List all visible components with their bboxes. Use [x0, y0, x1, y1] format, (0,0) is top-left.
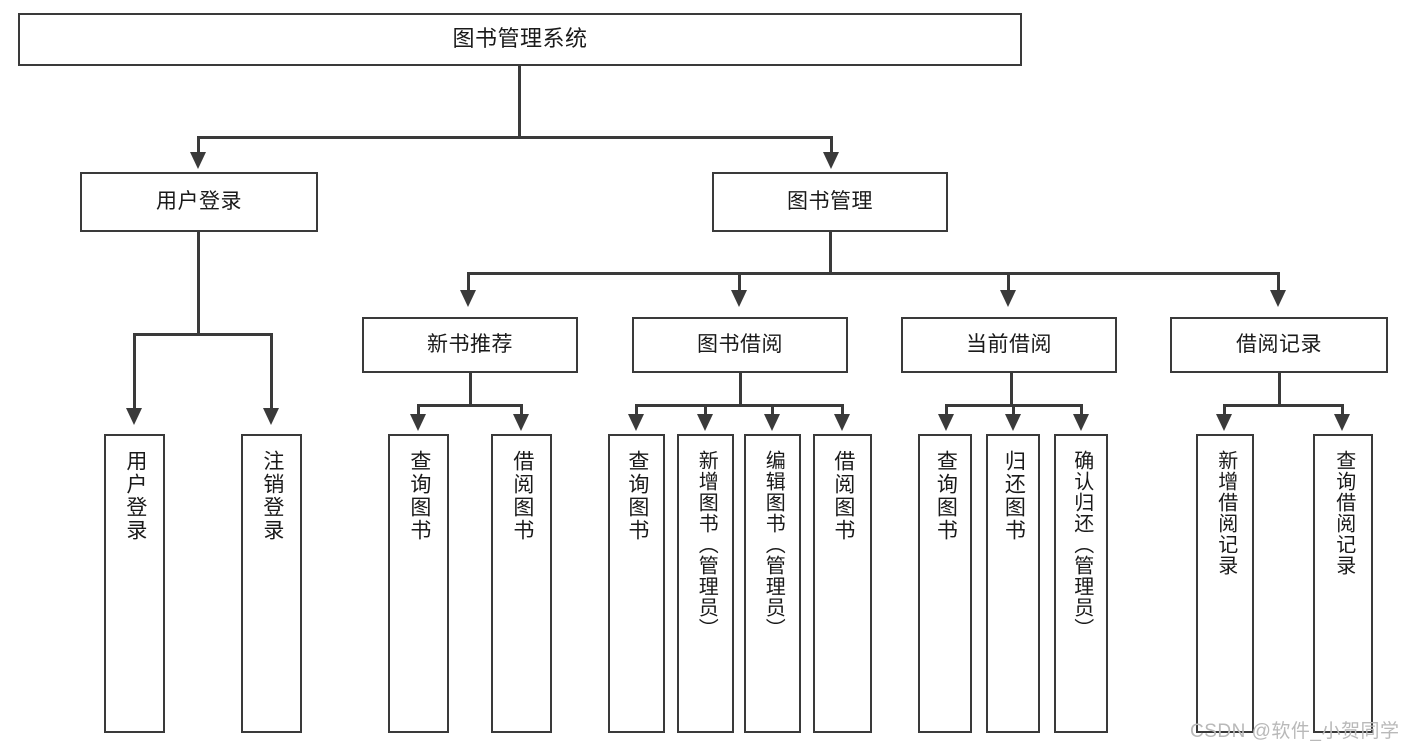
arrowhead-to-user-login — [190, 152, 206, 169]
node-label: 查询图书 — [934, 450, 958, 542]
node-label: 查询图书 — [407, 450, 431, 542]
arrowhead-to-book-borrow — [731, 290, 747, 307]
connector-cb-drop-2 — [1012, 404, 1015, 416]
arrowhead-cb-child-1 — [938, 414, 954, 431]
arrowhead-to-book-management — [823, 152, 839, 169]
connector-br-drop-2 — [1341, 404, 1344, 416]
arrowhead-new-book-child-1 — [410, 414, 426, 431]
node-label: 查询图书 — [625, 450, 649, 542]
leaf-borrow-add-book-admin[interactable]: 新增图书（管理员） — [677, 434, 734, 733]
node-label: 用户登录 — [156, 190, 242, 214]
node-label: 归还图书 — [1002, 450, 1026, 542]
connector-bm-drop-3 — [1007, 272, 1010, 292]
leaf-new-book-query-book[interactable]: 查询图书 — [388, 434, 449, 733]
connector-bb-drop-2 — [704, 404, 707, 416]
leaf-current-query-book[interactable]: 查询图书 — [918, 434, 972, 733]
connector-root-drop-left — [197, 136, 200, 154]
connector-bm-drop-1 — [467, 272, 470, 292]
connector-bb-drop-4 — [841, 404, 844, 416]
node-new-book-recommend[interactable]: 新书推荐 — [362, 317, 578, 373]
node-label: 借阅记录 — [1236, 333, 1322, 357]
leaf-record-add-record[interactable]: 新增借阅记录 — [1196, 434, 1254, 733]
connector-borrow-record-stem — [1278, 373, 1281, 406]
arrowhead-br-child-1 — [1216, 414, 1232, 431]
node-book-management[interactable]: 图书管理 — [712, 172, 948, 232]
node-label: 借阅图书 — [510, 450, 534, 542]
connector-br-drop-1 — [1223, 404, 1226, 416]
arrowhead-cb-child-3 — [1073, 414, 1089, 431]
node-root-system[interactable]: 图书管理系统 — [18, 13, 1022, 66]
node-label: 注销登录 — [260, 450, 284, 542]
leaf-current-confirm-return-admin[interactable]: 确认归还（管理员） — [1054, 434, 1108, 733]
connector-new-book-stem — [469, 373, 472, 406]
connector-bm-drop-2 — [738, 272, 741, 292]
node-user-login[interactable]: 用户登录 — [80, 172, 318, 232]
connector-user-login-stem — [197, 232, 200, 335]
connector-root-drop-right — [830, 136, 833, 154]
leaf-borrow-query-book[interactable]: 查询图书 — [608, 434, 665, 733]
node-label: 新书推荐 — [427, 333, 513, 357]
connector-root-stem — [518, 66, 521, 138]
leaf-current-return-book[interactable]: 归还图书 — [986, 434, 1040, 733]
connector-cb-drop-3 — [1080, 404, 1083, 416]
node-label: 新增借阅记录 — [1214, 450, 1237, 576]
connector-bm-drop-4 — [1277, 272, 1280, 292]
arrowhead-user-login-child-2 — [263, 408, 279, 425]
connector-book-management-stem — [829, 232, 832, 274]
node-label: 图书管理系统 — [452, 26, 588, 52]
node-label: 图书管理 — [787, 190, 873, 214]
connector-cb-drop-1 — [945, 404, 948, 416]
node-label: 用户登录 — [123, 450, 147, 542]
arrowhead-new-book-child-2 — [513, 414, 529, 431]
connector-user-login-drop-2 — [270, 333, 273, 410]
connector-root-bus — [197, 136, 832, 139]
connector-bb-drop-3 — [771, 404, 774, 416]
connector-new-book-drop-1 — [417, 404, 420, 416]
arrowhead-bb-child-4 — [834, 414, 850, 431]
node-label: 借阅图书 — [831, 450, 855, 542]
arrowhead-br-child-2 — [1334, 414, 1350, 431]
arrowhead-to-current-borrow — [1000, 290, 1016, 307]
connector-current-borrow-stem — [1010, 373, 1013, 406]
connector-bb-drop-1 — [635, 404, 638, 416]
connector-borrow-record-bus — [1223, 404, 1343, 407]
arrowhead-user-login-child-1 — [126, 408, 142, 425]
node-label: 新增图书（管理员） — [695, 450, 718, 639]
node-current-borrow[interactable]: 当前借阅 — [901, 317, 1117, 373]
node-borrow-record[interactable]: 借阅记录 — [1170, 317, 1388, 373]
leaf-record-query-record[interactable]: 查询借阅记录 — [1313, 434, 1373, 733]
connector-book-borrow-stem — [739, 373, 742, 406]
node-label: 确认归还（管理员） — [1070, 450, 1093, 639]
connector-user-login-drop-1 — [133, 333, 136, 410]
connector-book-borrow-bus — [635, 404, 843, 407]
arrowhead-to-borrow-record — [1270, 290, 1286, 307]
arrowhead-bb-child-3 — [764, 414, 780, 431]
node-label: 查询借阅记录 — [1332, 450, 1355, 576]
node-label: 编辑图书（管理员） — [762, 450, 785, 639]
node-book-borrow[interactable]: 图书借阅 — [632, 317, 848, 373]
leaf-logout[interactable]: 注销登录 — [241, 434, 302, 733]
leaf-borrow-edit-book-admin[interactable]: 编辑图书（管理员） — [744, 434, 801, 733]
connector-user-login-bus — [133, 333, 272, 336]
arrowhead-bb-child-2 — [697, 414, 713, 431]
connector-new-book-drop-2 — [520, 404, 523, 416]
arrowhead-cb-child-2 — [1005, 414, 1021, 431]
node-label: 当前借阅 — [966, 333, 1052, 357]
connector-book-management-bus — [467, 272, 1279, 275]
leaf-user-login[interactable]: 用户登录 — [104, 434, 165, 733]
leaf-new-book-borrow-book[interactable]: 借阅图书 — [491, 434, 552, 733]
connector-new-book-bus — [417, 404, 522, 407]
arrowhead-bb-child-1 — [628, 414, 644, 431]
arrowhead-to-new-book — [460, 290, 476, 307]
node-label: 图书借阅 — [697, 333, 783, 357]
leaf-borrow-borrow-book[interactable]: 借阅图书 — [813, 434, 872, 733]
